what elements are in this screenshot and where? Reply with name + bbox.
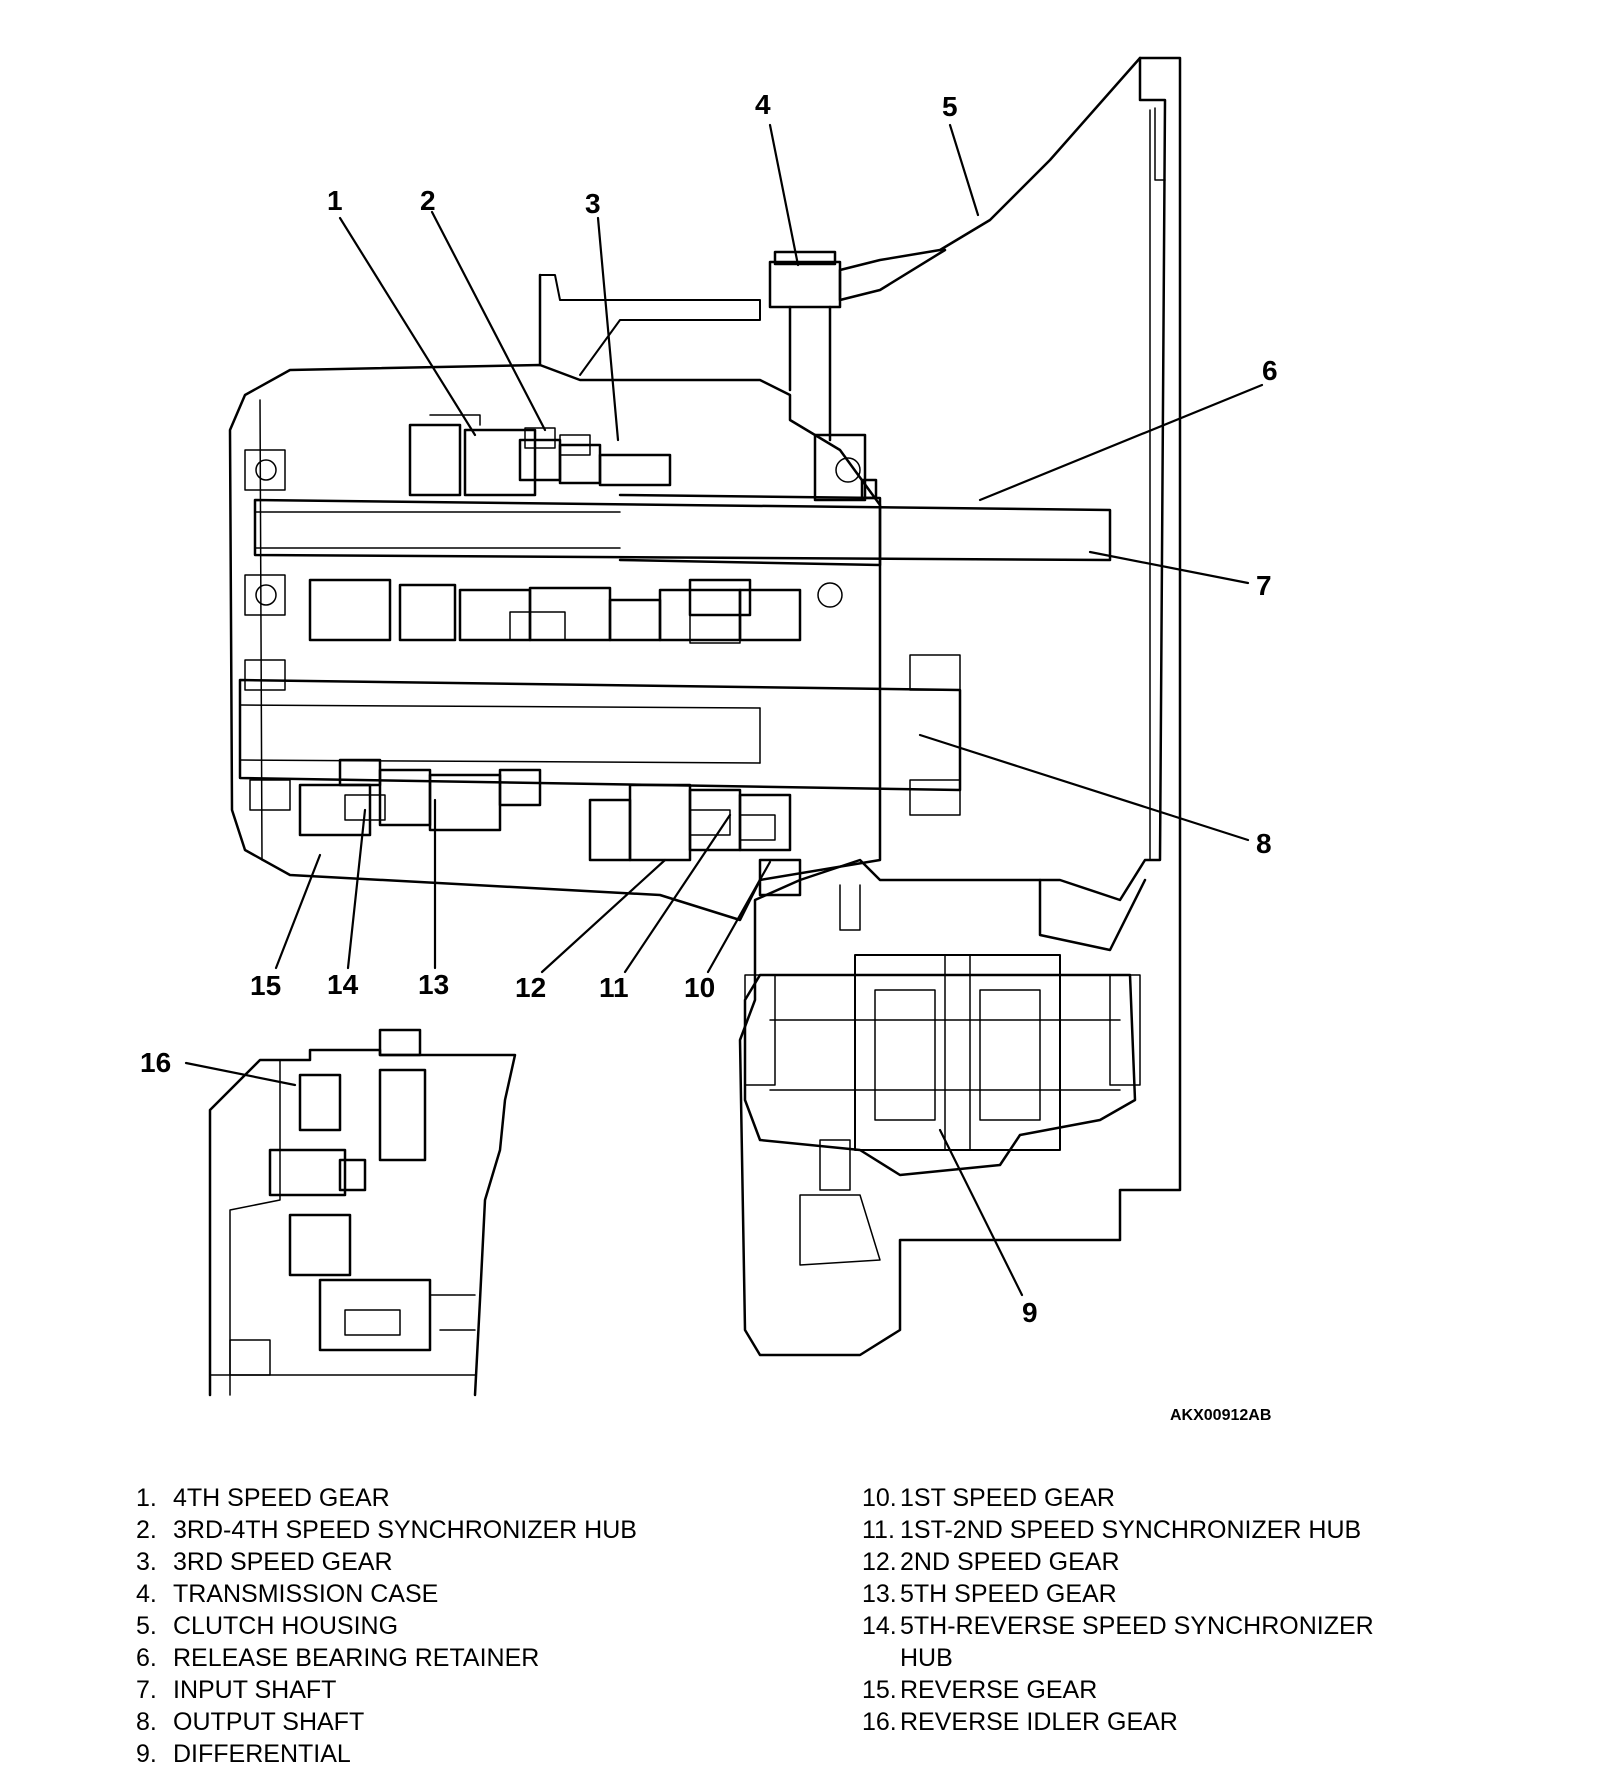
legend-item: 3.3RD SPEED GEAR xyxy=(136,1548,393,1576)
callout-4: 4 xyxy=(755,89,771,120)
callout-14: 14 xyxy=(327,969,359,1000)
callout-6: 6 xyxy=(1262,355,1278,386)
input-shaft xyxy=(253,498,1112,562)
legend-item: 5.CLUTCH HOUSING xyxy=(136,1612,399,1640)
output-shaft xyxy=(238,678,962,792)
callout-1: 1 xyxy=(327,185,343,216)
legend-item: 7.INPUT SHAFT xyxy=(136,1676,337,1704)
legend-left: 1.4TH SPEED GEAR 2.3RD-4TH SPEED SYNCHRO… xyxy=(136,1482,776,1770)
legend-item: 11.1ST-2ND SPEED SYNCHRONIZER HUB xyxy=(862,1516,1362,1544)
legend-right: 10.1ST SPEED GEAR 11.1ST-2ND SPEED SYNCH… xyxy=(862,1482,1422,1738)
callout-5: 5 xyxy=(942,91,958,122)
legend-item: 10.1ST SPEED GEAR xyxy=(862,1484,1115,1512)
callout-16: 16 xyxy=(140,1047,171,1078)
differential xyxy=(743,973,1137,1177)
legend-item: 6.RELEASE BEARING RETAINER xyxy=(136,1644,540,1672)
callout-13: 13 xyxy=(418,969,449,1000)
legend-item: 8.OUTPUT SHAFT xyxy=(136,1708,365,1736)
legend-item: 13.5TH SPEED GEAR xyxy=(862,1580,1117,1608)
legend-item: 4.TRANSMISSION CASE xyxy=(136,1580,439,1608)
callout-11: 11 xyxy=(599,972,629,1003)
callout-7: 7 xyxy=(1256,570,1272,601)
legend-item: 9.DIFFERENTIAL xyxy=(136,1740,351,1768)
callout-2: 2 xyxy=(420,185,436,216)
legend-item: 2.3RD-4TH SPEED SYNCHRONIZER HUB xyxy=(136,1516,637,1544)
callout-8: 8 xyxy=(1256,828,1272,859)
legend-item: 16.REVERSE IDLER GEAR xyxy=(862,1708,1178,1736)
callout-10: 10 xyxy=(684,972,715,1003)
callout-9: 9 xyxy=(1022,1297,1038,1328)
legend-item: 1.4TH SPEED GEAR xyxy=(136,1484,390,1512)
transaxle-cross-section-diagram: 1 2 3 4 5 6 7 8 9 10 11 12 13 14 15 16 A… xyxy=(140,56,1278,1424)
figure-code: AKX00912AB xyxy=(1170,1407,1271,1424)
reverse-idler-inset xyxy=(208,1048,517,1397)
legend-item: 14.5TH-REVERSE SPEED SYNCHRONIZER HUB xyxy=(862,1612,1374,1672)
legend-item: 12.2ND SPEED GEAR xyxy=(862,1548,1120,1576)
callout-15: 15 xyxy=(250,970,281,1001)
callout-12: 12 xyxy=(515,972,546,1003)
callout-3: 3 xyxy=(585,188,601,219)
legend-item: 15.REVERSE GEAR xyxy=(862,1676,1098,1704)
transmission-case xyxy=(228,363,882,922)
